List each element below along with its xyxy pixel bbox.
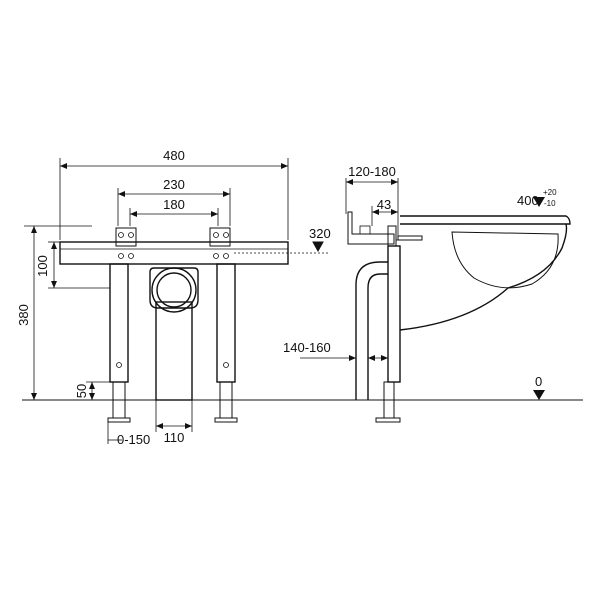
dim-230-label: 230	[163, 177, 185, 192]
dim-50-label: 50	[74, 384, 89, 398]
dim-380-label: 380	[16, 304, 31, 326]
drain-pipe	[155, 301, 193, 401]
dim-480-label: 480	[163, 148, 185, 163]
tol-minus-label: -10	[544, 199, 556, 208]
dim-110-label: 110	[164, 430, 185, 445]
front-crossbar	[59, 241, 289, 265]
side-drain-bend	[355, 261, 388, 400]
dim-43-label: 43	[377, 197, 391, 212]
drain-inner-ring	[156, 272, 192, 308]
basin-top	[400, 215, 571, 225]
right-bracket	[209, 227, 231, 247]
drain-outer-ring	[151, 267, 197, 313]
basin-inner-bowl	[451, 231, 559, 289]
dim-100-label: 100	[35, 255, 50, 277]
dim-400-label: 400	[517, 193, 539, 208]
side-column	[387, 245, 401, 383]
left-leg	[109, 263, 129, 383]
dim-120-180-label: 120-180	[348, 164, 396, 179]
dim-180-label: 180	[163, 197, 185, 212]
basin-bowl	[399, 223, 568, 331]
wall-bracket	[347, 211, 395, 245]
left-bracket	[115, 227, 137, 247]
dim-0-label: 0	[535, 374, 542, 389]
side-view: 120-180 43 400 +20 -10 140-160 0	[283, 164, 571, 423]
tol-plus-label: +20	[543, 188, 557, 197]
right-leg	[216, 263, 236, 383]
dim-140-160-label: 140-160	[283, 340, 331, 355]
front-view: 480 230 180 320 100 380 50 0-150	[16, 148, 331, 447]
dim-320-label: 320	[309, 226, 331, 241]
dim-0-150-label: 0-150	[117, 432, 150, 447]
